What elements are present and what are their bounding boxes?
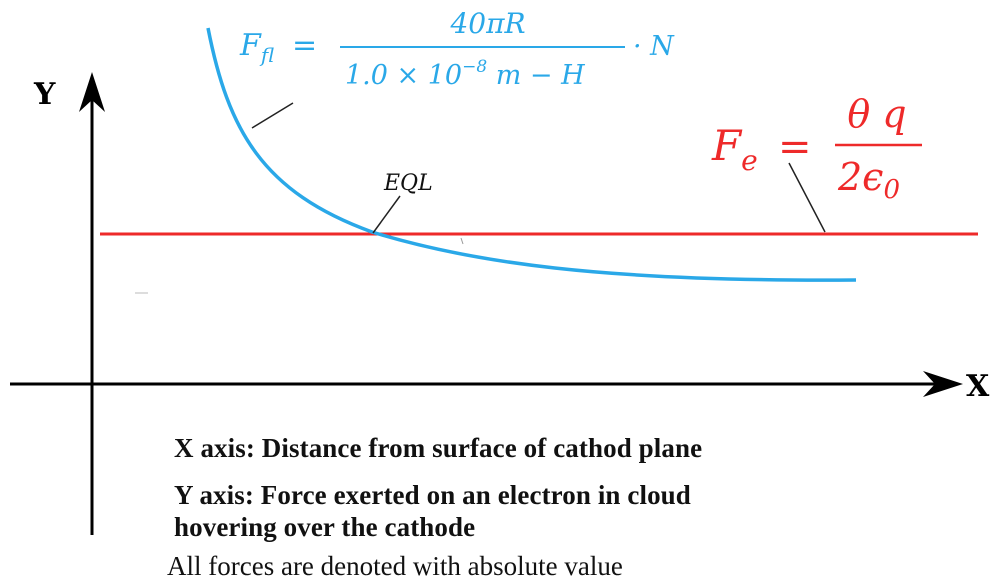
svg-text:Ffl: Ffl	[239, 28, 274, 67]
y-axis-note-line1: Y axis: Force exerted on an electron in …	[174, 480, 691, 510]
y-axis-label: Y	[33, 77, 56, 112]
ffl-numerator: 40πR	[449, 7, 525, 40]
ffl-equals: =	[292, 28, 317, 63]
y-axis-arrowhead	[79, 72, 105, 112]
fe-denominator-prefix: 2ϵ	[837, 155, 883, 199]
eql-label: EQL	[383, 171, 433, 196]
fe-equals: =	[778, 124, 812, 170]
fe-leader-line	[788, 162, 826, 233]
svg-text:1.0 × 10−8 m − H: 1.0 × 10−8 m − H	[345, 57, 585, 91]
ffl-denominator-exp: −8	[462, 57, 487, 77]
fe-formula: Fe = θ q 2ϵ0	[711, 92, 922, 205]
ffl-denominator-suffix: m − H	[487, 60, 585, 91]
fe-denominator-sub: 0	[883, 175, 900, 205]
x-axis-arrowhead	[923, 371, 963, 397]
fe-lhs-sub: e	[741, 144, 758, 177]
ffl-lhs-base: F	[239, 28, 262, 63]
eql-leader-line	[372, 195, 401, 234]
ffl-trailer: · N	[633, 31, 675, 62]
fe-numerator: θ q	[847, 92, 906, 136]
svg-text:2ϵ0: 2ϵ0	[837, 155, 900, 205]
ffl-denominator-prefix: 1.0 × 10	[345, 60, 462, 91]
x-axis-label: X	[966, 369, 990, 404]
fe-lhs-base: F	[711, 121, 743, 170]
ffl-lhs-sub: fl	[259, 43, 274, 67]
absolute-value-note: All forces are denoted with absolute val…	[167, 551, 623, 581]
ffl-formula: Ffl = 40πR 1.0 × 10−8 m − H · N	[239, 7, 675, 91]
ffl-leader-line	[251, 102, 294, 129]
x-axis-note: X axis: Distance from surface of cathod …	[174, 433, 703, 463]
faint-mark	[460, 237, 464, 245]
svg-text:Fe: Fe	[711, 121, 758, 177]
ffl-curve	[206, 27, 857, 282]
y-axis-note-line2: hovering over the cathode	[174, 512, 476, 542]
